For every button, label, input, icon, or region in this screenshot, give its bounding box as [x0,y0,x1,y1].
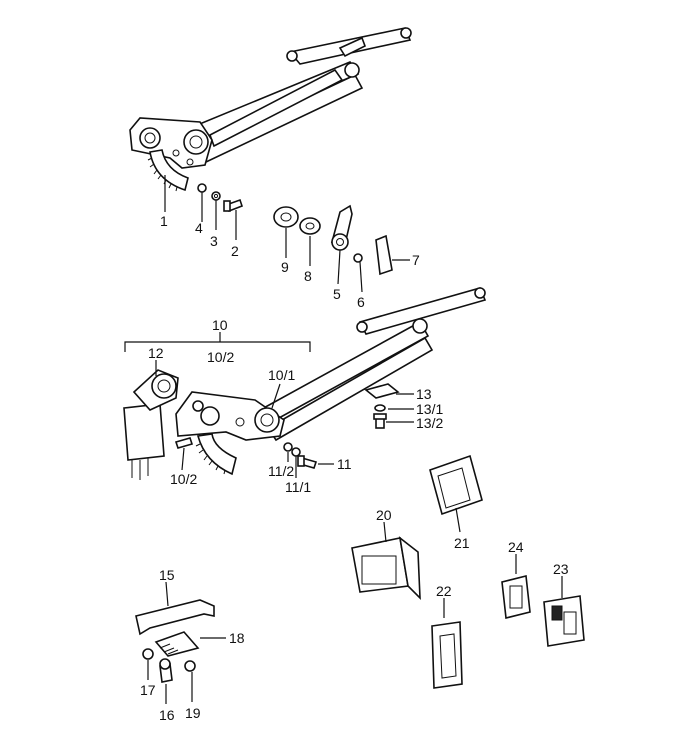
callout-15: 15 [159,567,175,583]
leader-lines [124,175,563,704]
callout-10-2-top: 10/2 [207,349,234,365]
callout-labels: 1 2 3 4 5 6 7 8 9 10 10/2 12 10/1 13 13/… [140,213,569,723]
callout-18: 18 [229,630,245,646]
small-hardware-upper [197,183,244,213]
callout-13-1: 13/1 [416,401,443,417]
callout-5: 5 [333,286,341,302]
callout-8: 8 [304,268,312,284]
window-regulator-upper [129,27,412,192]
switch-parts [351,454,585,689]
callout-9: 9 [281,259,289,275]
callout-17: 17 [140,682,156,698]
callout-21: 21 [454,535,470,551]
small-hardware-lower [283,383,400,469]
callout-10-1: 10/1 [268,367,295,383]
window-regulator-lower [123,287,487,480]
callout-1: 1 [160,213,168,229]
callout-11-2: 11/2 [268,463,294,479]
callout-10: 10 [212,317,228,333]
callout-13: 13 [416,386,432,402]
callout-22: 22 [436,583,452,599]
bracket-parts [135,599,215,683]
callout-4: 4 [195,220,203,236]
callout-12: 12 [148,345,164,361]
callout-6: 6 [357,294,365,310]
callout-24: 24 [508,539,524,555]
callout-23: 23 [553,561,569,577]
callout-3: 3 [210,233,218,249]
callout-20: 20 [376,507,392,523]
callout-11: 11 [337,456,352,472]
callout-10-2-bottom: 10/2 [170,471,197,487]
callout-7: 7 [412,252,420,268]
crank-handle-parts [273,204,393,276]
callout-13-2: 13/2 [416,415,443,431]
callout-16: 16 [159,707,175,723]
callout-19: 19 [185,705,201,721]
callout-2: 2 [231,243,239,259]
callout-11-1: 11/1 [285,479,311,495]
